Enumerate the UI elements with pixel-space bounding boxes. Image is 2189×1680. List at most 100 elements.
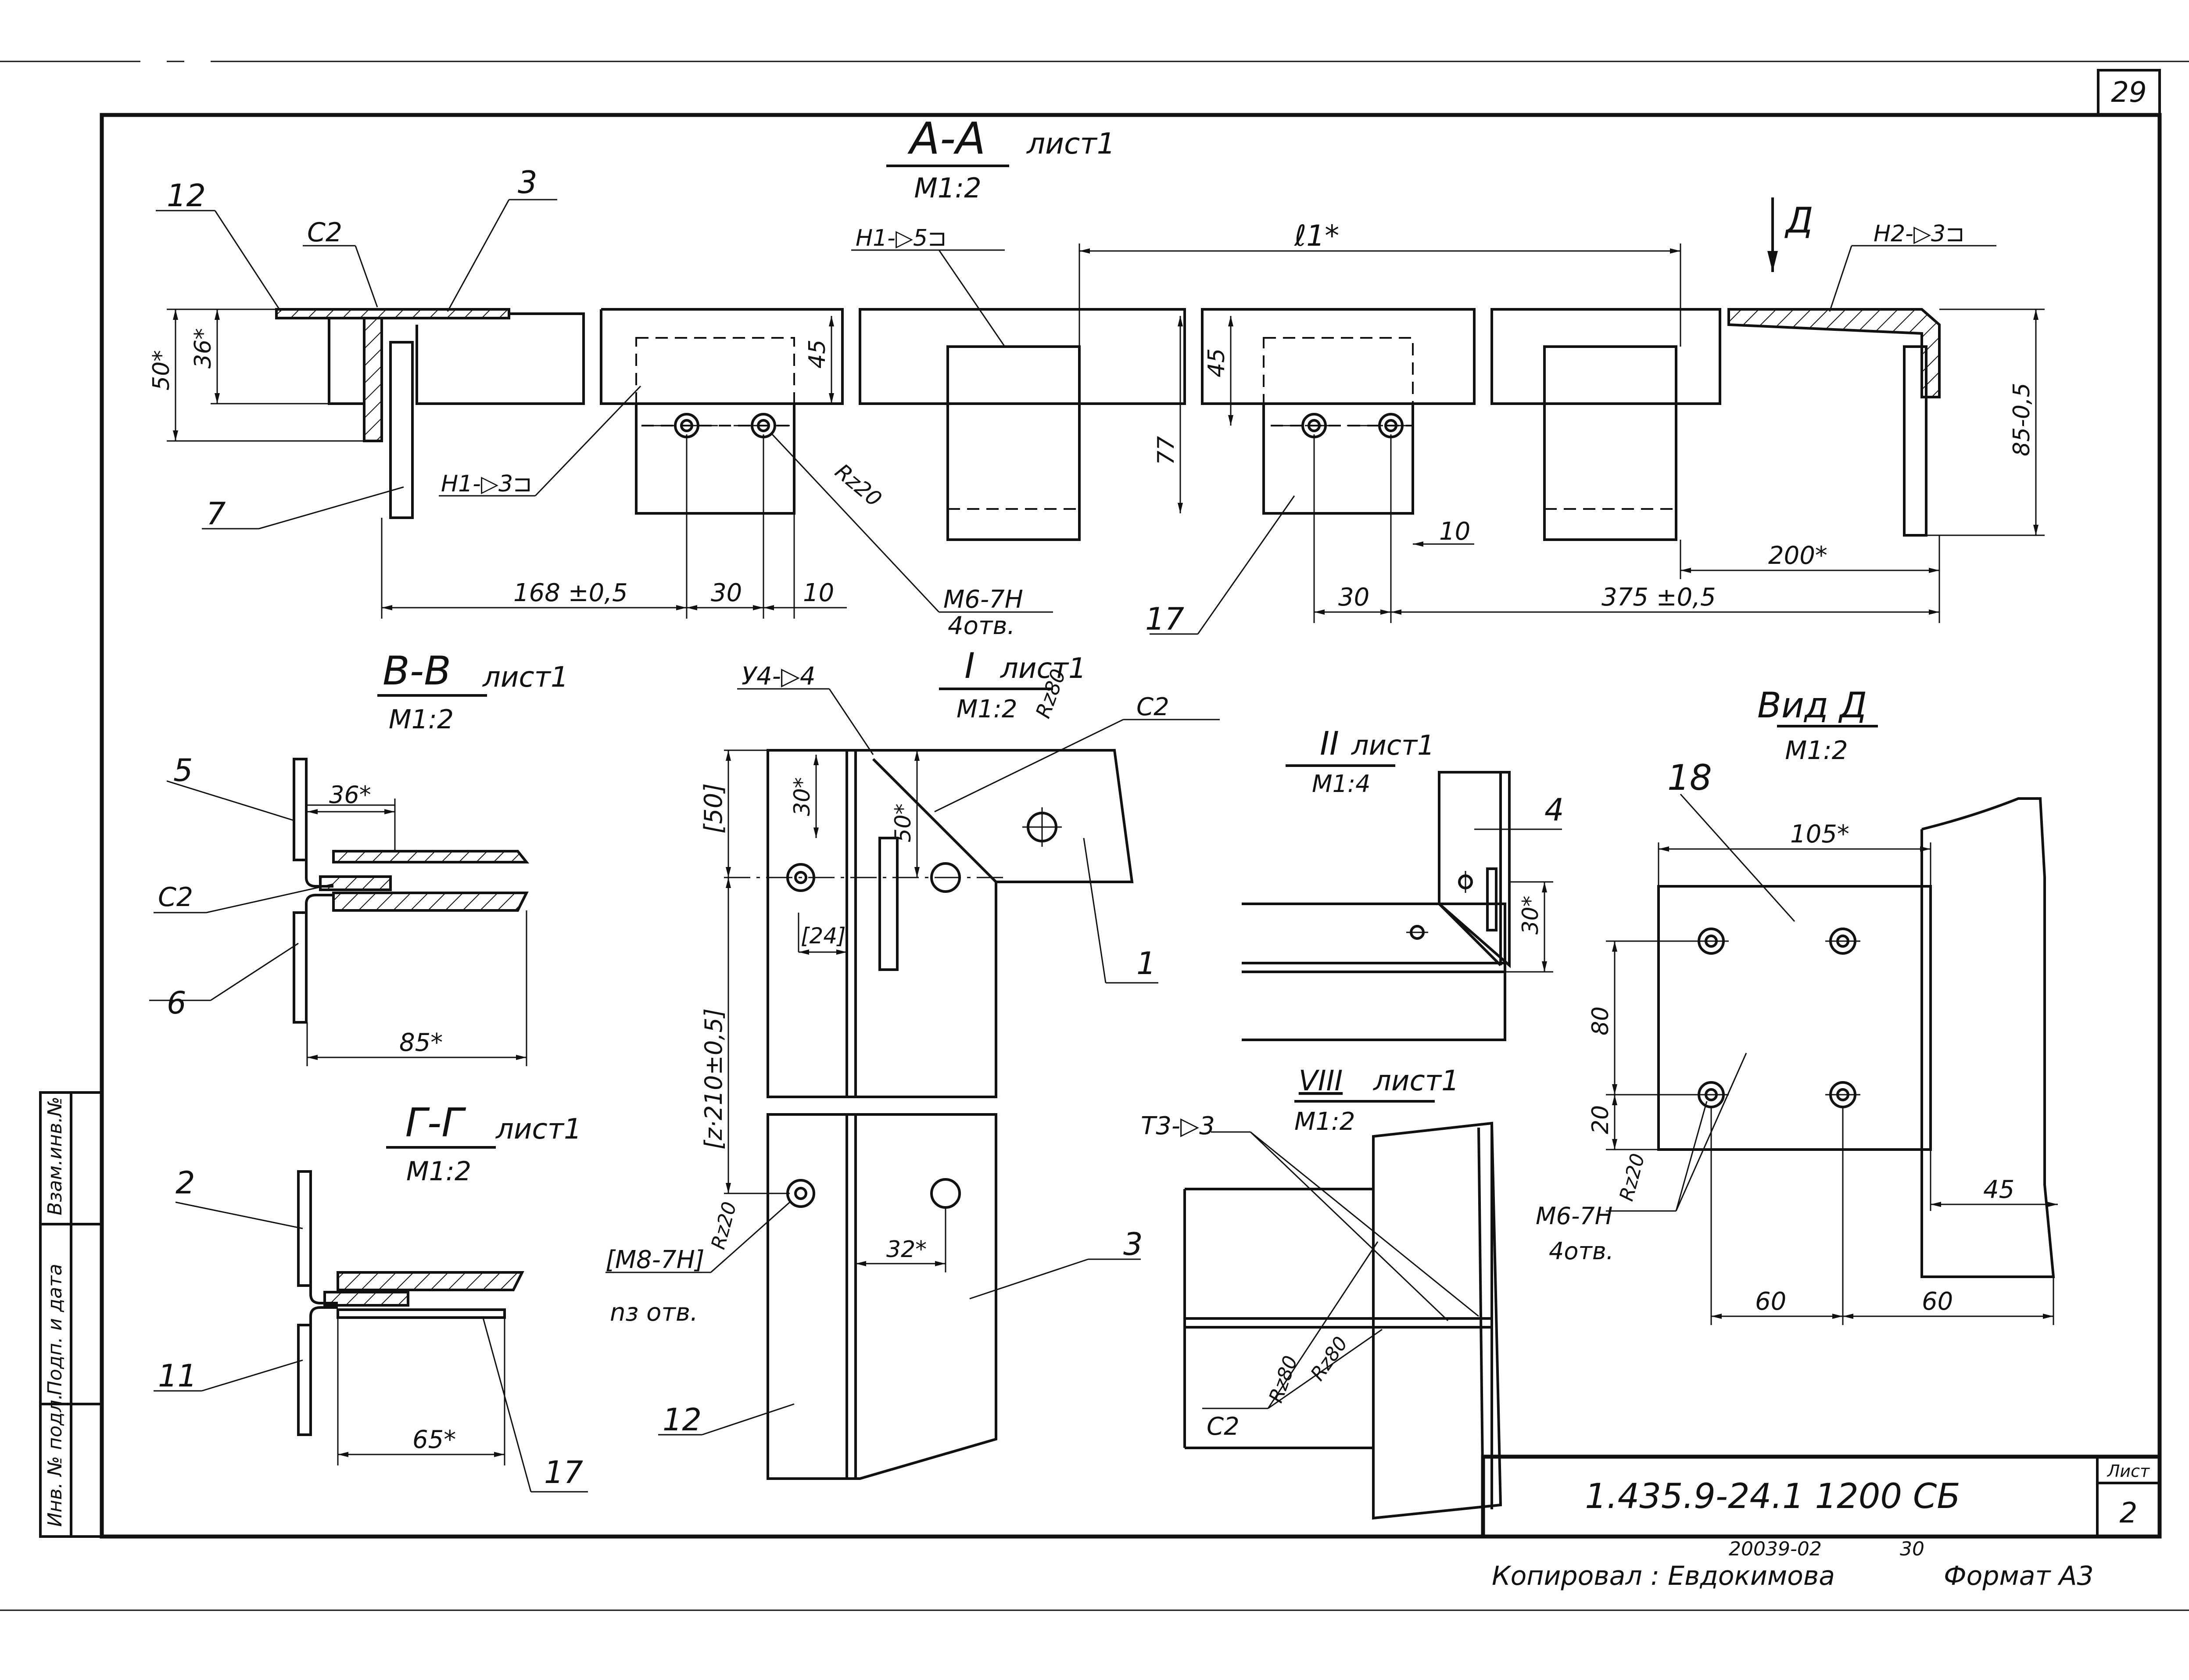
- vd-dim-60a: 60: [1755, 1287, 1786, 1316]
- aa-view-d: Д: [1784, 200, 1813, 241]
- vv-callout-6: 6: [167, 985, 186, 1021]
- d1-callout-12: 12: [663, 1402, 702, 1438]
- detail-2: [1242, 764, 1562, 1041]
- d1-scale: М1:2: [957, 695, 1017, 724]
- vd-dim-45: 45: [1983, 1175, 2014, 1204]
- aa-dim-36: 36*: [190, 328, 216, 369]
- gg-callout-17: 17: [544, 1454, 583, 1490]
- vv-sheet: лист1: [482, 661, 569, 694]
- stamp-replace: Взам.инв.№: [44, 1096, 66, 1215]
- d8-rz1: Rz80: [1265, 1353, 1302, 1405]
- aa-dim-30b: 30: [1338, 583, 1369, 612]
- gg-sheet: лист1: [495, 1113, 582, 1146]
- aa-dim-10a: 10: [803, 579, 834, 607]
- aa-holes: 4отв.: [948, 612, 1015, 640]
- sheet-frame: [0, 61, 2189, 1611]
- aa-dim-45a: 45: [804, 340, 831, 369]
- aa-callout-7: 7: [206, 496, 226, 532]
- aa-weld-c2: С2: [307, 217, 342, 248]
- aa-dim-85: 85-0,5: [2009, 383, 2035, 456]
- d1-dim-50b: 50*: [890, 803, 916, 842]
- d1-dim-30: 30*: [789, 777, 815, 816]
- vd-dim-60b: 60: [1922, 1287, 1953, 1316]
- detail-8: [1183, 1100, 1502, 1520]
- d2-scale: М1:4: [1312, 770, 1371, 798]
- section-vv: [149, 694, 530, 1066]
- gg-callout-2: 2: [176, 1165, 195, 1201]
- copy-note: Копировал : Евдокимова: [1492, 1561, 1835, 1591]
- vd-thread: М6-7Н: [1536, 1202, 1612, 1230]
- gg-scale: М1:2: [406, 1156, 471, 1187]
- vd-dim-80: 80: [1587, 1007, 1614, 1035]
- aa-dim-30a: 30: [711, 579, 742, 607]
- order-sub: 30: [1900, 1538, 1924, 1560]
- vd-holes: 4отв.: [1549, 1237, 1614, 1265]
- d2-callout-4: 4: [1544, 792, 1564, 828]
- aa-dim-45b: 45: [1204, 348, 1230, 377]
- aa-dim-200: 200*: [1768, 541, 1827, 570]
- d1-roughness-hole: Rz20: [707, 1200, 741, 1252]
- d1-callout-3: 3: [1123, 1226, 1143, 1262]
- vd-dim-105: 105*: [1790, 820, 1849, 849]
- aa-dim-50: 50*: [148, 350, 175, 390]
- d8-scale: М1:2: [1294, 1107, 1355, 1136]
- aa-weld-h1-bottom: Н1-▷3⊐: [441, 471, 532, 497]
- section-aa-title: А-А: [907, 113, 986, 164]
- vd-roughness: Rz20: [1615, 1151, 1649, 1204]
- aa-dim-l1: ℓ1*: [1294, 219, 1339, 253]
- gg-dim-65: 65*: [412, 1426, 456, 1454]
- d1-dim-z: [z·210±0,5]: [700, 1008, 727, 1150]
- d1-hole: [М8-7Н]: [605, 1246, 705, 1274]
- d8-title: VIII: [1299, 1065, 1343, 1097]
- aa-dim-375: 375 ±0,5: [1601, 583, 1716, 612]
- aa-weld-h1-top: Н1-▷5⊐: [856, 225, 947, 251]
- d2-sheet: лист1: [1351, 729, 1435, 761]
- aa-callout-3: 3: [518, 165, 537, 201]
- section-gg: [154, 1146, 588, 1493]
- vd-title: Вид Д: [1757, 685, 1867, 726]
- designation: 1.435.9-24.1 1200 СБ: [1585, 1477, 1960, 1516]
- d1-sheet: лист1: [1000, 652, 1086, 685]
- d1-callout-1: 1: [1136, 946, 1156, 981]
- d1-dim-50: [50]: [699, 783, 728, 834]
- aa-thread: М6-7Н: [943, 585, 1023, 614]
- d1-dim-24: [24]: [801, 923, 846, 949]
- format-note: Формат А3: [1944, 1561, 2094, 1591]
- vd-dim-20: 20: [1587, 1105, 1614, 1134]
- d1-weld-u4: У4-▷4: [742, 662, 816, 691]
- vv-title: В-В: [383, 648, 451, 694]
- vv-weld-c2: С2: [158, 882, 193, 913]
- sheet-label: Лист: [2107, 1461, 2150, 1481]
- vv-dim-36: 36*: [329, 781, 371, 809]
- view-d: [1606, 725, 2058, 1325]
- aa-roughness: Rz20: [830, 459, 886, 512]
- side-stamp: Инв. № подл. Подп. и дата Взам.инв.№: [44, 1096, 66, 1527]
- vv-dim-85: 85*: [399, 1028, 443, 1057]
- aa-callout-12: 12: [167, 178, 206, 214]
- aa-weld-h2: Н2-▷3⊐: [1874, 221, 1965, 247]
- d8-weld-c2: С2: [1207, 1412, 1240, 1441]
- page-number: 29: [2111, 76, 2146, 109]
- aa-dim-77: 77: [1153, 436, 1179, 465]
- gg-title: Г-Г: [405, 1100, 467, 1146]
- d8-sheet: лист1: [1372, 1065, 1459, 1097]
- stamp-sign: Подп. и дата: [44, 1264, 66, 1395]
- vd-scale: М1:2: [1785, 735, 1848, 765]
- aa-dim-10b: 10: [1439, 517, 1470, 546]
- d1-holes: nз отв.: [610, 1298, 698, 1327]
- d8-weld-t3: Т3-▷3: [1141, 1112, 1215, 1140]
- d1-title: I: [964, 645, 975, 686]
- section-aa: А-А лист1 М1:2: [156, 113, 2045, 635]
- stamp-inv: Инв. № подл.: [44, 1393, 66, 1527]
- d1-dim-32: 32*: [886, 1236, 927, 1263]
- d2-dim-30: 30*: [1518, 896, 1543, 935]
- section-aa-scale: М1:2: [914, 172, 981, 204]
- aa-callout-17: 17: [1145, 601, 1184, 637]
- section-aa-sheet: лист1: [1026, 127, 1115, 161]
- vd-callout-18: 18: [1667, 757, 1712, 798]
- vv-callout-5: 5: [173, 752, 193, 788]
- d1-weld-c2: С2: [1136, 693, 1169, 721]
- gg-callout-11: 11: [158, 1358, 197, 1394]
- order-number: 20039-02: [1729, 1538, 1822, 1560]
